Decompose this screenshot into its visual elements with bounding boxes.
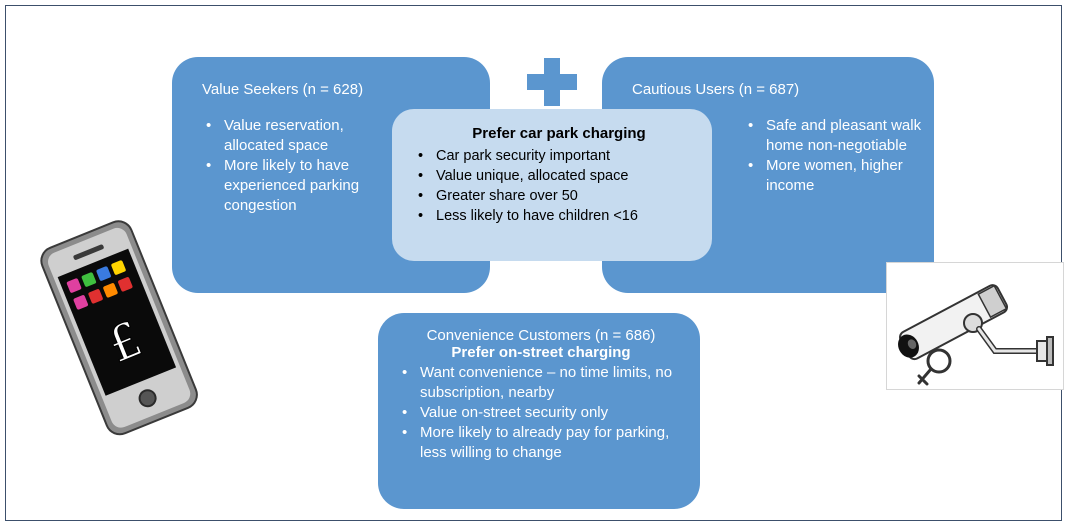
convenience-bullet: Value on-street security only — [398, 403, 684, 423]
convenience-list: Want convenience – no time limits, no su… — [398, 363, 684, 463]
car-park-list: Car park security important Value unique… — [418, 146, 700, 226]
cautious-users-title: Cautious Users (n = 687) — [632, 81, 800, 98]
convenience-bullet: More likely to already pay for parking, … — [398, 423, 684, 463]
convenience-subtitle: Prefer on-street charging — [451, 344, 631, 361]
car-park-bullet: Car park security important — [418, 146, 700, 166]
convenience-title: Convenience Customers (n = 686) — [426, 327, 656, 344]
car-park-bullet: Value unique, allocated space — [418, 166, 700, 186]
smartphone-pound-icon: £ — [28, 210, 208, 440]
cautious-users-list: Safe and pleasant walk home non-negotiab… — [744, 116, 939, 196]
value-seekers-list: Value reservation, allocated space More … — [202, 116, 392, 216]
security-camera-icon — [886, 262, 1064, 390]
plus-icon — [527, 58, 577, 106]
value-seekers-title: Value Seekers (n = 628) — [202, 81, 364, 98]
car-park-charging-box: Prefer car park charging Car park securi… — [392, 109, 712, 261]
female-symbol-icon — [917, 348, 952, 386]
cautious-users-bullet: Safe and pleasant walk home non-negotiab… — [744, 116, 939, 156]
value-seekers-bullet: More likely to have experienced parking … — [202, 156, 392, 216]
value-seekers-box: Value Seekers (n = 628) Value reservatio… — [172, 57, 490, 293]
cautious-users-bullet: More women, higher income — [744, 156, 939, 196]
value-seekers-bullet: Value reservation, allocated space — [202, 116, 392, 156]
car-park-bullet: Less likely to have children <16 — [418, 206, 700, 226]
convenience-customers-box: Convenience Customers (n = 686) Prefer o… — [378, 313, 700, 509]
convenience-bullet: Want convenience – no time limits, no su… — [398, 363, 684, 403]
car-park-title: Prefer car park charging — [472, 125, 646, 142]
car-park-bullet: Greater share over 50 — [418, 186, 700, 206]
